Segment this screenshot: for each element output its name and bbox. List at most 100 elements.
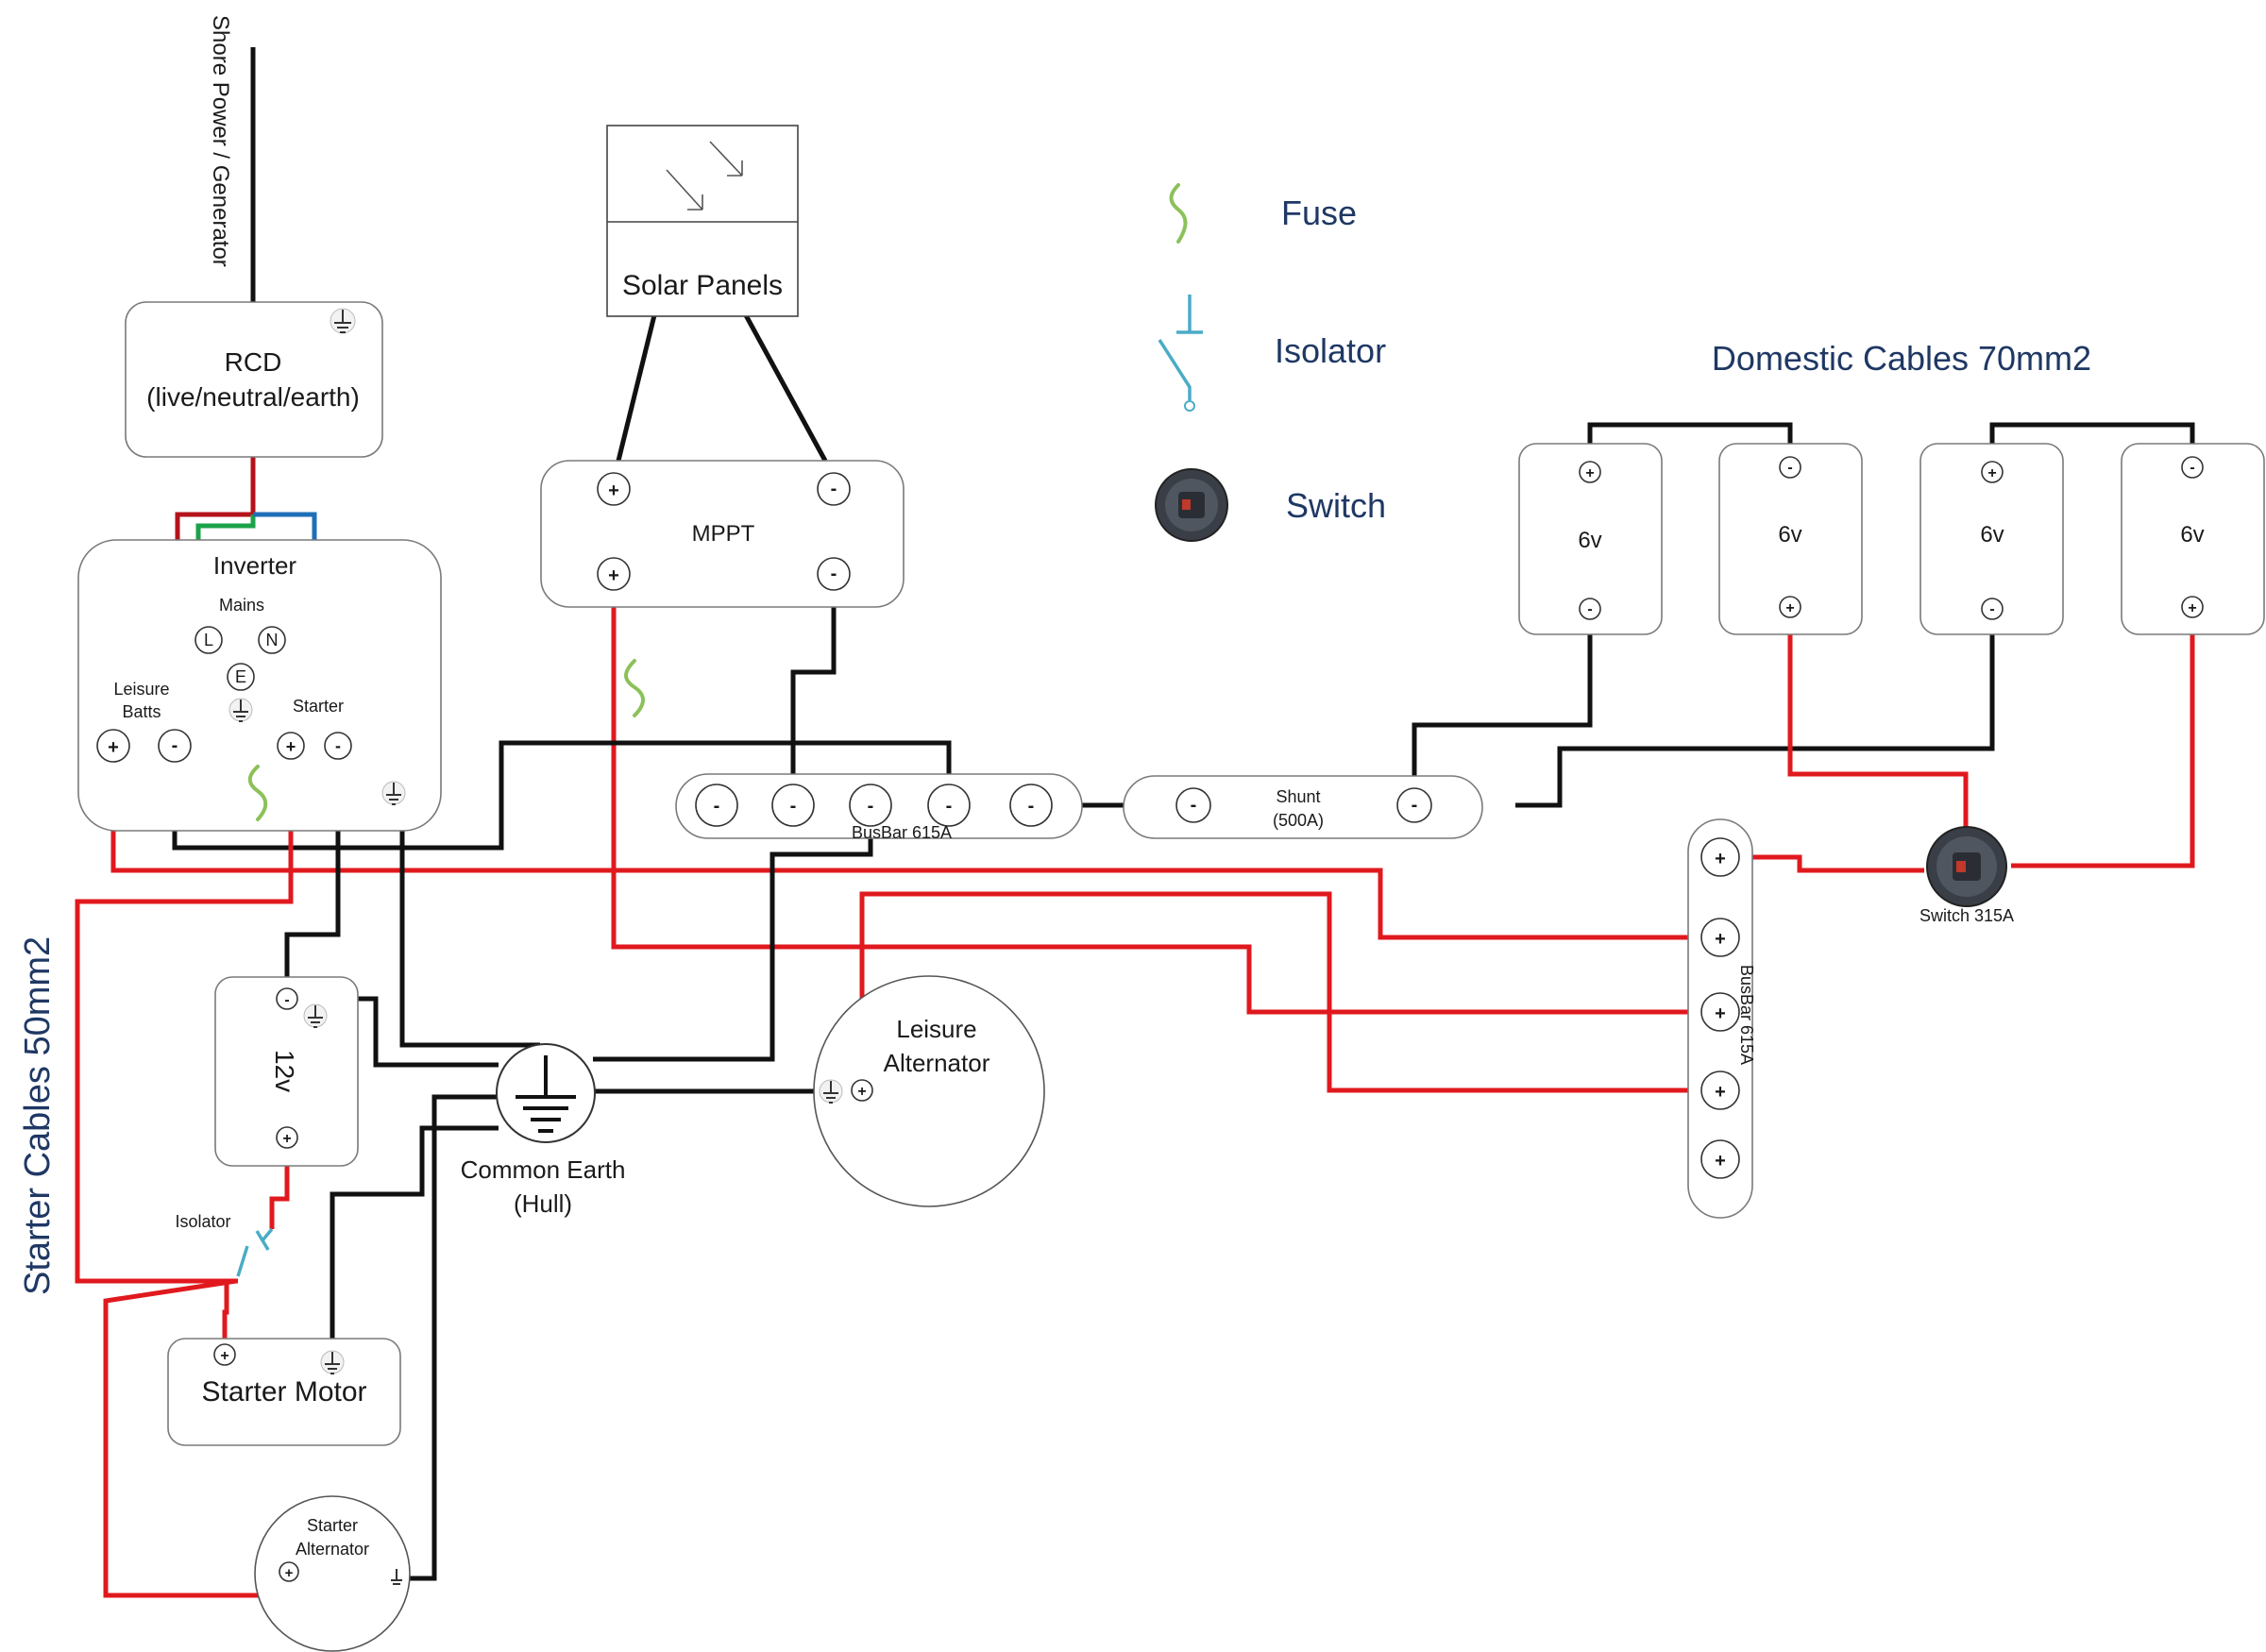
- mppt-label: MPPT: [692, 521, 755, 547]
- svg-text:-: -: [1587, 601, 1592, 617]
- shunt-negative-in-terminal: -: [1175, 787, 1211, 823]
- busbar-positive-terminal: +: [1700, 837, 1740, 877]
- fuse-icon: [247, 765, 268, 821]
- inverter-starter-negative-terminal: -: [324, 732, 352, 760]
- svg-text:-: -: [831, 564, 837, 584]
- inverter-label: Inverter: [213, 551, 296, 580]
- battery-positive-terminal: +: [2181, 596, 2204, 618]
- svg-text:+: +: [1785, 600, 1794, 616]
- busbar-negative-terminal: -: [849, 784, 892, 827]
- starter-motor-label: Starter Motor: [201, 1376, 366, 1408]
- svg-text:-: -: [2190, 460, 2194, 476]
- svg-text:+: +: [608, 480, 619, 501]
- ground-icon: [819, 1079, 843, 1104]
- starter-alternator-label: Starter: [307, 1516, 358, 1535]
- svg-text:E: E: [235, 667, 246, 686]
- busbar-positive-terminal: +: [1700, 1070, 1740, 1110]
- mppt-positive-to-busbar: [611, 574, 1720, 1015]
- ground-icon: [391, 1569, 402, 1585]
- svg-text:+: +: [2188, 600, 2196, 616]
- alternator-positive-terminal: +: [279, 1561, 299, 1582]
- svg-text:+: +: [1715, 1003, 1726, 1024]
- battery-12v: - + 12v: [214, 976, 359, 1167]
- shunt-negative-out-terminal: -: [1396, 787, 1432, 823]
- ground-icon: [381, 781, 406, 805]
- svg-text:-: -: [946, 796, 953, 817]
- battery-12v-positive-to-isolator: [269, 1138, 290, 1229]
- battery-6v-4: - + 6v: [2121, 443, 2265, 635]
- battery-voltage-label: 6v: [1778, 522, 1801, 548]
- fuse-icon: [624, 659, 645, 717]
- mains-label: Mains: [219, 596, 264, 615]
- battery-2-positive-to-switch: [1787, 609, 1969, 833]
- isolator-label: Isolator: [175, 1212, 230, 1231]
- common-earth-to-busbar: [593, 805, 873, 1062]
- svg-text:-: -: [284, 992, 289, 1008]
- switch-label: Switch 315A: [1919, 906, 2014, 925]
- svg-text:-: -: [1028, 796, 1035, 817]
- ground-icon: [516, 1055, 576, 1133]
- inverter-earth: [399, 814, 540, 1048]
- ground-icon: [330, 308, 356, 334]
- svg-text:-: -: [868, 796, 874, 817]
- battery-voltage-label: 6v: [1980, 522, 2004, 548]
- battery-negative-terminal: -: [1981, 598, 2004, 620]
- starter-motor-positive-terminal: +: [213, 1343, 236, 1366]
- leisure-alternator-label: Leisure: [896, 1015, 976, 1043]
- shunt-label: Shunt: [1276, 787, 1320, 806]
- battery-voltage-label: 12v: [270, 1050, 299, 1092]
- positive-busbar: + + + + + BusBar 615A: [1687, 818, 1756, 1219]
- inverter-leisure-positive-terminal: +: [96, 729, 130, 763]
- battery-positive-terminal: +: [1981, 461, 2004, 483]
- battery-voltage-label: 6v: [1578, 528, 1601, 553]
- svg-text:N: N: [266, 631, 279, 649]
- mppt-box: MPPT + - + -: [540, 460, 905, 608]
- battery-negative-terminal: -: [2181, 456, 2204, 479]
- svg-text:+: +: [108, 737, 119, 758]
- shore-power-label: Shore Power / Generator: [208, 15, 233, 267]
- rcd-box: RCD (live/neutral/earth): [125, 301, 383, 458]
- switch-to-busbar: [1720, 854, 1924, 873]
- legend-switch-label: Switch: [1286, 486, 1386, 525]
- negative-busbar: - - - - - BusBar 615A: [675, 773, 1083, 842]
- battery-negative-terminal: -: [276, 987, 298, 1010]
- isolator-icon: [236, 1227, 274, 1277]
- domestic-cables-title: Domestic Cables 70mm2: [1712, 339, 2091, 378]
- inverter-starter-positive: [75, 746, 294, 1284]
- mppt-out-negative-terminal: -: [817, 557, 851, 591]
- shunt-sub-label: (500A): [1273, 811, 1324, 830]
- battery-voltage-label: 6v: [2180, 522, 2204, 548]
- battery-positive-terminal: +: [1579, 461, 1601, 483]
- svg-text:-: -: [1412, 795, 1418, 816]
- common-earth-label: Common Earth: [461, 1155, 626, 1184]
- svg-text:+: +: [1715, 1082, 1726, 1103]
- svg-text:-: -: [1191, 795, 1197, 816]
- svg-text:-: -: [714, 796, 720, 817]
- shunt-to-battery-3: [1515, 609, 1995, 808]
- busbar-positive-terminal: +: [1700, 992, 1740, 1032]
- svg-text:-: -: [1787, 460, 1792, 476]
- solar-panels-label: Solar Panels: [622, 270, 783, 301]
- leisure-batts-label: Leisure: [113, 680, 169, 699]
- sun-rays-icon: [666, 141, 743, 211]
- common-earth: Common Earth (Hull): [461, 1043, 626, 1218]
- battery-6v-2: - + 6v: [1718, 443, 1863, 635]
- leisure-alternator-sub-label: Alternator: [884, 1049, 990, 1077]
- svg-text:-: -: [172, 735, 178, 756]
- battery-6v-1: + - 6v: [1518, 443, 1663, 635]
- battery-switch-icon: [1926, 826, 2007, 907]
- inverter-box: Inverter Mains L N E Leisure Batts Start…: [77, 539, 442, 832]
- starter-alternator-sub-label: Alternator: [296, 1540, 369, 1559]
- leisure-alternator-positive: [859, 891, 1720, 1093]
- busbar-label: BusBar 615A: [1737, 965, 1756, 1065]
- inverter-earth-terminal: E: [227, 663, 255, 691]
- isolator-icon: [1158, 295, 1203, 400]
- battery-6v-3: + - 6v: [1919, 443, 2064, 635]
- shunt-to-battery-1: [1412, 609, 1593, 805]
- busbar-negative-terminal: -: [771, 784, 815, 827]
- solar-to-mppt-positive: [616, 314, 657, 462]
- svg-text:+: +: [286, 737, 296, 756]
- busbar-positive-terminal: +: [1700, 918, 1740, 957]
